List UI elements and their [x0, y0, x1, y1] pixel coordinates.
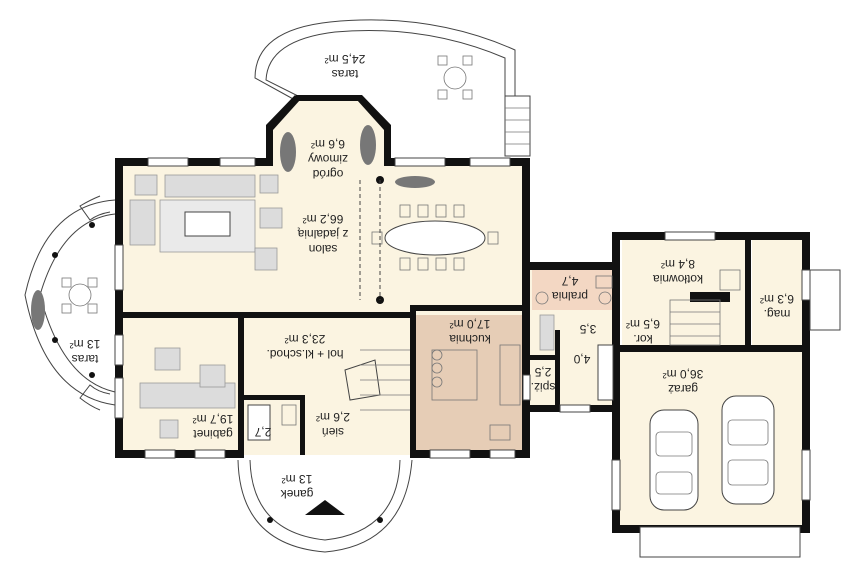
label-gabinet-name: gabinet	[193, 427, 233, 441]
plant-left-terrace	[31, 290, 45, 330]
terrace-left	[24, 195, 116, 411]
label-ganek-name: ganek	[280, 487, 314, 501]
label-spiz-name: spiż.	[531, 380, 556, 394]
label-mag-name: mag.	[764, 307, 791, 321]
label-kuchnia-area: 17,0 m²	[450, 317, 491, 331]
label-spiz-area: 2,5	[534, 365, 551, 379]
label-gabinet-area: 19,7 m²	[193, 412, 234, 426]
label-sien-area: 2,6 m²	[316, 410, 350, 424]
porch	[237, 459, 413, 553]
label-pralnia-name: pralnia	[552, 289, 588, 303]
label-garaz-area: 36,0 m²	[663, 367, 704, 381]
label-kor-area: 6,5 m²	[626, 317, 660, 331]
table-top-terrace	[437, 55, 473, 100]
furniture	[129, 174, 741, 441]
windows	[114, 157, 841, 558]
terrace-top	[254, 19, 531, 157]
plants	[280, 125, 435, 188]
label-salon-name-1: salon	[309, 242, 338, 256]
armchair	[129, 199, 156, 246]
label-kuchnia-name: kuchnia	[449, 332, 491, 346]
label-ogrod-name-1: ogród	[313, 167, 344, 181]
label-taras-top-area: 24,5 m²	[325, 52, 366, 66]
label-taras-top-name: taras	[332, 67, 359, 81]
label-hol-area: 23,3 m²	[285, 332, 326, 346]
label-ogrod-name-2: zimowy	[308, 152, 348, 166]
kitchen-island	[431, 349, 478, 401]
coffee-table	[184, 211, 231, 237]
label-kotlownia-area: 8,4 m²	[661, 257, 695, 271]
table-left-terrace	[61, 277, 98, 314]
floor-area	[120, 100, 804, 530]
label-salon-area: 66,2 m²	[303, 212, 344, 226]
label-garaz-name: garaż	[668, 382, 698, 396]
label-sien-name: sień	[322, 425, 344, 439]
entrance-arrow	[305, 500, 345, 515]
car-right	[721, 395, 775, 505]
label-pralnia-area: 4,7	[561, 274, 578, 288]
label-taras-left-area: 13 m²	[70, 337, 101, 351]
car-left	[649, 409, 699, 511]
label-taras-left-name: taras	[72, 352, 99, 366]
sofa	[164, 174, 256, 198]
label-ganek-area: 13 m²	[282, 472, 313, 486]
dining-table	[384, 220, 486, 256]
dining-chairs	[371, 204, 499, 271]
label-ogrod-area: 6,6 m²	[311, 137, 345, 151]
terrace-stairs-top	[504, 95, 531, 157]
garage-door	[639, 526, 801, 558]
labels: taras 24,5 m² ogród zimowy 6,6 m² salon …	[70, 52, 794, 501]
label-hol-name: hol + kl.schod.	[266, 347, 343, 361]
label-salon-name-2: z jadalnią	[297, 227, 348, 241]
label-wc-area: 2,7	[254, 425, 271, 439]
label-mag-area: 6,3 m²	[760, 292, 794, 306]
label-area-3-5: 3,5	[579, 322, 596, 336]
label-kor-name: kor.	[633, 332, 652, 346]
label-kotlownia-name: kotłownia	[653, 272, 703, 286]
label-area-4-0: 4,0	[573, 352, 590, 366]
